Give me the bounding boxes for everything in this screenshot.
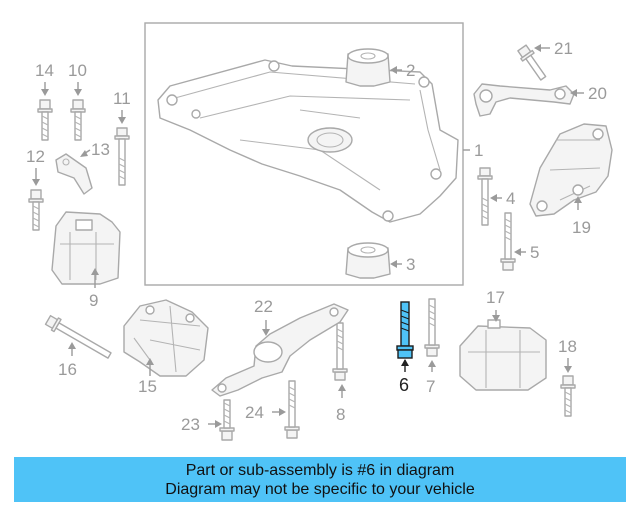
transmission-mount-15: 15 <box>123 299 209 396</box>
callout-9: 9 <box>89 291 98 310</box>
callout-1: 1 <box>474 141 483 160</box>
bolt-24: 24 <box>245 380 300 439</box>
callout-4: 4 <box>506 189 515 208</box>
highlighted-bolt-6[interactable]: 6 <box>396 301 414 395</box>
callout-7: 7 <box>426 377 435 396</box>
callout-21: 21 <box>554 39 573 58</box>
callout-10: 10 <box>68 61 87 80</box>
callout-6: 6 <box>399 375 409 395</box>
bolt-11: 11 <box>113 89 131 186</box>
bolt-21: 21 <box>517 39 573 81</box>
callout-14: 14 <box>35 61 54 80</box>
banner-line-2: Diagram may not be specific to your vehi… <box>165 481 475 498</box>
bolt-23: 23 <box>181 399 235 441</box>
callout-24: 24 <box>245 403 264 422</box>
subframe-frame-box <box>144 22 464 286</box>
callout-12: 12 <box>26 147 45 166</box>
info-banner: Part or sub-assembly is #6 in diagram Di… <box>14 457 626 502</box>
subframe-group: 1 <box>144 22 483 286</box>
bolt-4: 4 <box>477 167 515 226</box>
callout-16: 16 <box>58 360 77 379</box>
callout-19: 19 <box>572 218 591 237</box>
callout-8: 8 <box>336 405 345 424</box>
bracket-19: 19 <box>529 123 613 237</box>
callout-2: 2 <box>406 61 415 80</box>
bolt-5: 5 <box>500 212 539 271</box>
callout-15: 15 <box>138 377 157 396</box>
torque-arm-22: 22 <box>211 297 349 397</box>
bolt-12: 12 <box>26 147 45 231</box>
bracket-13: 13 <box>55 140 110 195</box>
bolt-14: 14 <box>35 61 54 141</box>
callout-3: 3 <box>406 255 415 274</box>
engine-mount-9: 9 <box>51 211 121 310</box>
bushing-lower: 3 <box>345 242 415 279</box>
bolt-10: 10 <box>68 61 87 141</box>
callout-13: 13 <box>91 140 110 159</box>
callout-5: 5 <box>530 243 539 262</box>
callout-17: 17 <box>486 288 505 307</box>
callout-23: 23 <box>181 415 200 434</box>
parts-diagram: 1 2 3 4 5 6 <box>26 22 613 441</box>
callout-18: 18 <box>558 337 577 356</box>
bolt-8: 8 <box>332 322 348 424</box>
banner-line-1: Part or sub-assembly is #6 in diagram <box>185 462 455 479</box>
engine-mount-17: 17 <box>459 288 547 391</box>
callout-20: 20 <box>588 84 607 103</box>
bolt-7: 7 <box>424 298 440 396</box>
bolt-16: 16 <box>44 314 112 379</box>
callout-11: 11 <box>113 89 131 108</box>
bolt-18: 18 <box>558 337 577 417</box>
bushing-upper: 2 <box>345 48 415 87</box>
torque-rod-20: 20 <box>473 83 607 117</box>
callout-22: 22 <box>254 297 273 316</box>
